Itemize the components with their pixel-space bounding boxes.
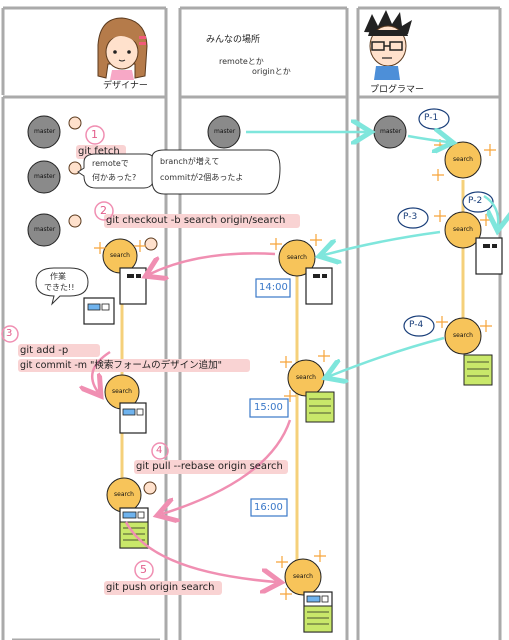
- command-text: git add -p: [20, 345, 69, 356]
- p-label-bubbles: [397, 108, 494, 337]
- shared-master-node: [207, 115, 241, 149]
- programmer-commit-label: P-2: [468, 196, 483, 206]
- bubble-text: できた!!: [44, 283, 75, 292]
- teal-arrows: [246, 132, 498, 376]
- designer-face-icons: [68, 116, 158, 495]
- shared-note-line2: originとか: [252, 67, 291, 76]
- search-label: search: [110, 252, 130, 259]
- shared-note-line1: remoteとか: [219, 57, 264, 66]
- command-text: git pull --rebase origin search: [136, 461, 283, 472]
- designer-master-nodes: [27, 115, 61, 247]
- programmer-commit-label: P-1: [424, 113, 439, 123]
- timestamp-label: 14:00: [259, 282, 288, 293]
- search-label: search: [114, 491, 134, 498]
- step-number: 5: [140, 563, 147, 576]
- master-label: master: [34, 173, 56, 180]
- master-label: master: [34, 128, 56, 135]
- search-label: search: [287, 254, 307, 261]
- pink-arrows: [92, 252, 292, 582]
- programmer-caption: プログラマー: [370, 85, 425, 95]
- search-label: search: [453, 332, 473, 339]
- designer-avatar: [97, 17, 148, 80]
- bubble-text: 何かあった?: [92, 173, 137, 182]
- search-label: search: [296, 374, 316, 381]
- search-label: search: [293, 573, 313, 580]
- bubble-text: remoteで: [92, 159, 129, 168]
- bubble-text: commitが2個あったよ: [160, 173, 244, 182]
- step-number: 4: [156, 445, 163, 456]
- search-label: search: [453, 226, 473, 233]
- timestamp-label: 16:00: [254, 502, 283, 513]
- master-label: master: [214, 128, 236, 135]
- timestamp-boxes: [249, 278, 291, 517]
- timestamp-label: 15:00: [254, 402, 283, 413]
- shared-caption: みんなの場所: [206, 35, 261, 45]
- programmer-avatar: [364, 10, 412, 80]
- programmer-commit-label: P-3: [403, 212, 418, 222]
- step-number: 1: [91, 128, 98, 141]
- command-text: git commit -m "検索フォームのデザイン追加": [20, 360, 222, 371]
- designer-caption: デザイナー: [103, 81, 148, 91]
- draft-sketch: [83, 297, 115, 325]
- bubble-text: branchが増えて: [160, 157, 220, 166]
- search-label: search: [112, 388, 132, 395]
- bubble-text: 作業: [50, 272, 66, 281]
- search-label: search: [453, 156, 473, 163]
- column-frames: [1, 6, 502, 640]
- master-label: master: [34, 226, 56, 233]
- speech-bubbles: [35, 149, 281, 306]
- programmer-commit-label: P-4: [409, 320, 424, 330]
- step-number: 2: [100, 204, 107, 217]
- command-highlights: [18, 145, 300, 595]
- command-text: git checkout -b search origin/search: [106, 215, 286, 226]
- command-text: git fetch: [78, 146, 120, 157]
- step-circles: [1, 125, 169, 580]
- command-text: git push origin search: [106, 582, 215, 593]
- step-number: 3: [6, 328, 13, 339]
- master-label: master: [380, 128, 402, 135]
